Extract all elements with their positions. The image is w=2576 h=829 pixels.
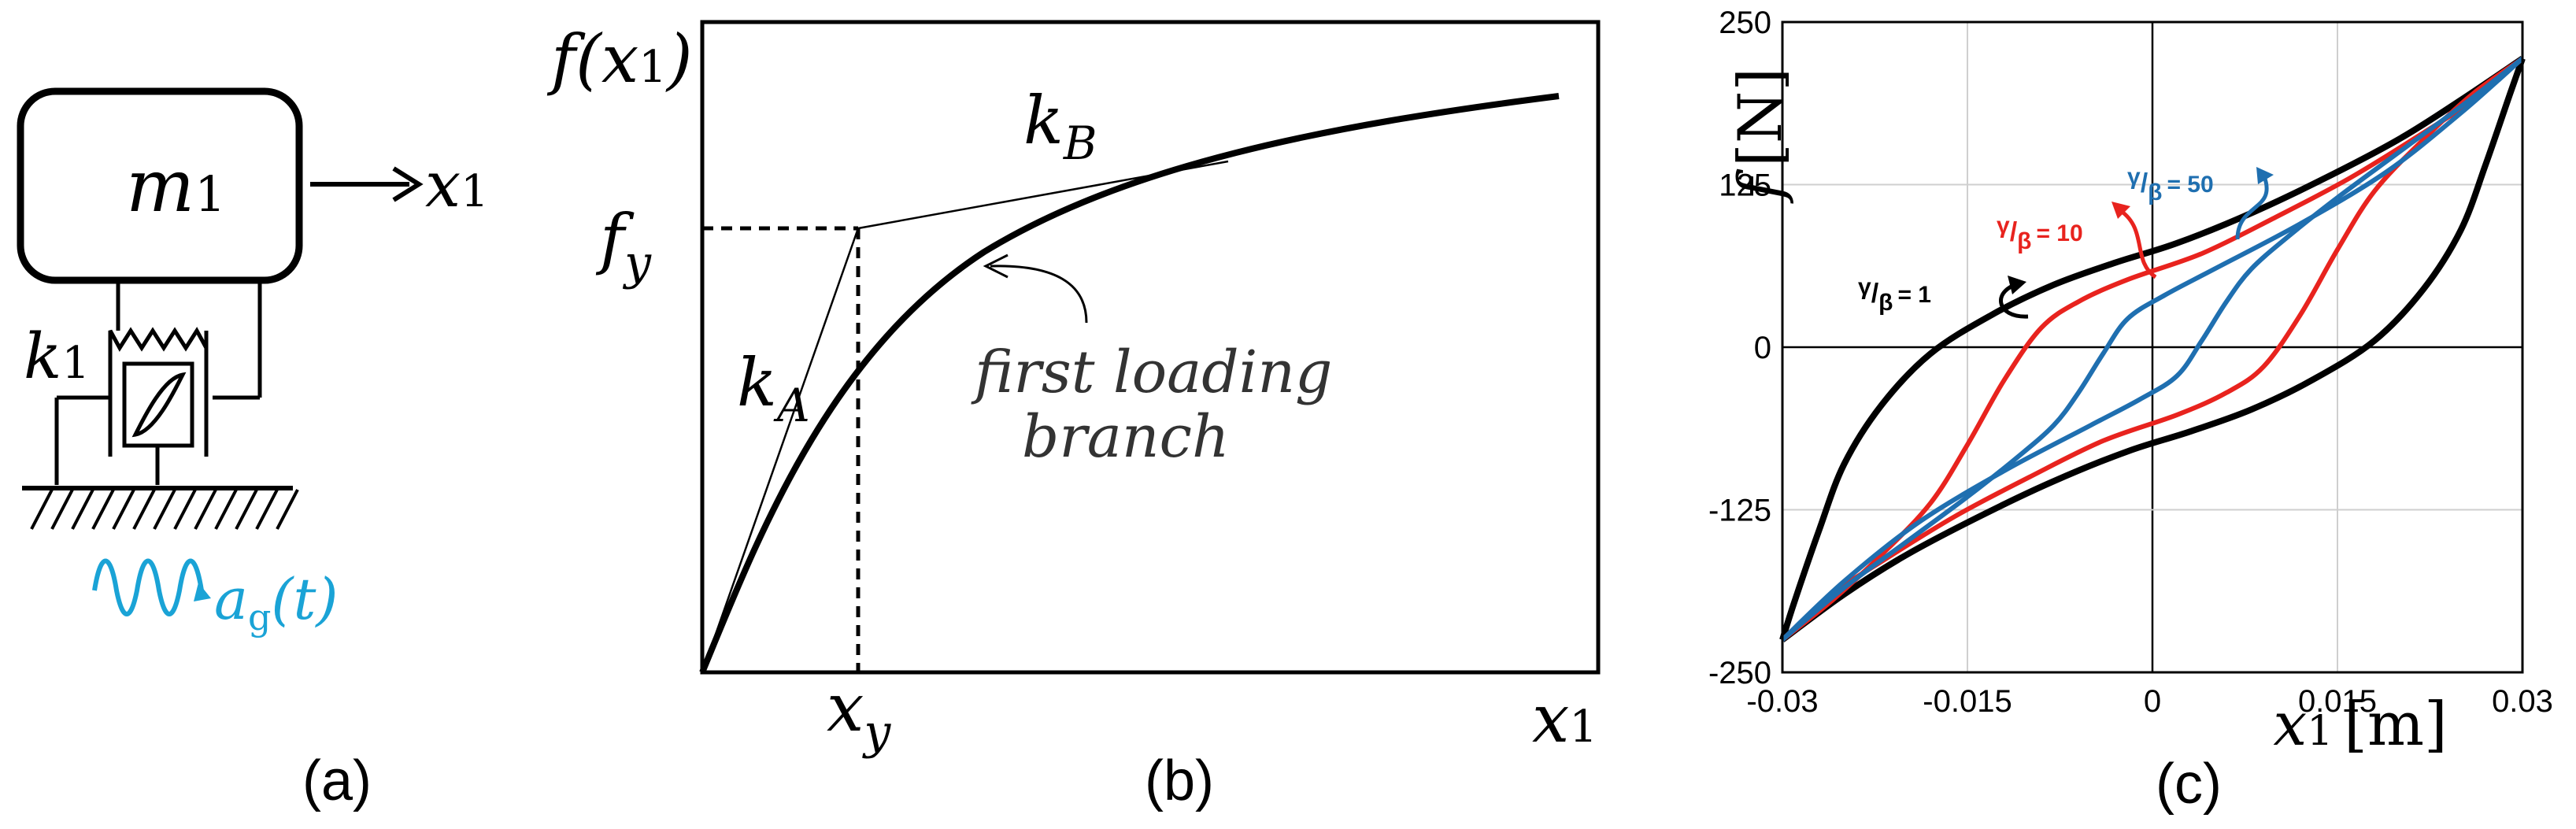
chart-x-axis-label: x1[m] — [2273, 689, 2447, 759]
chart-x-tick-label: -0.03 — [1746, 684, 1818, 719]
displacement-arrow-head — [392, 166, 424, 202]
annotation-gamma-beta-50: γ/β= 50 — [2127, 164, 2274, 240]
chart-x-tick-label: 0 — [2144, 684, 2161, 719]
series-gamma-beta-1-upper-branch — [1779, 55, 2525, 641]
annotation-gamma-beta-50-arrow-head — [2256, 167, 2274, 184]
panel-b-backbone: f(x1) fy xy x1 kA kB first loading branc… — [546, 20, 1601, 812]
ground-hatch-line — [173, 489, 197, 530]
kA-tangent-line — [701, 228, 860, 673]
spring-zigzag — [108, 327, 209, 352]
ground-hatch-line — [276, 489, 299, 530]
xy-label: xy — [827, 669, 891, 760]
chart-grid — [1782, 21, 2523, 673]
panel-a-oscillator: m1 x1 k1 ag(t) (a) — [17, 87, 489, 812]
ground-hatch-line — [30, 489, 54, 530]
panel-b-x-axis-label: x1 — [1532, 680, 1597, 757]
panel-b-label: (b) — [1145, 749, 1214, 812]
annotation-gamma-beta-50-text: γ/β= 50 — [2127, 164, 2214, 205]
ground-hatch-line — [255, 489, 279, 530]
annotation-gamma-beta-10-arrow-head — [2112, 202, 2130, 219]
mass-block — [17, 87, 303, 284]
excitation-wave — [92, 558, 204, 616]
chart-series — [1779, 55, 2526, 642]
chart-y-tick-label: 250 — [1719, 6, 1771, 40]
ground-hatch-line — [214, 489, 238, 530]
annotation-gamma-beta-1-text: γ/β= 1 — [1858, 274, 1931, 316]
ground-hatch-line — [50, 489, 74, 530]
ground-hatch — [30, 489, 299, 530]
chart-y-ticks: 250 125 0 -125 -250 — [1708, 6, 1771, 690]
ground-hatch-line — [153, 489, 176, 530]
fy-label: fy — [595, 200, 652, 291]
chart-y-tick-label: -125 — [1708, 494, 1771, 528]
series-gamma-beta-1-lower-branch — [1780, 57, 2526, 642]
panel-b-y-axis-label: f(x1) — [546, 20, 693, 98]
panel-c-chart: -0.03 -0.015 0 0.015 0.03 250 125 0 -125 -250 f[… — [1708, 6, 2553, 816]
ground-hatch-line — [71, 489, 94, 530]
chart-y-tick-label: 0 — [1754, 331, 1771, 365]
chart-x-tick-label: -0.015 — [1923, 684, 2012, 719]
annotation-arrow-head — [983, 254, 1009, 279]
annotation-arrow — [990, 265, 1088, 324]
annotation-gamma-beta-50-arrow — [2235, 176, 2269, 240]
displacement-label: x1 — [425, 148, 489, 221]
chart-y-tick-label: -250 — [1708, 656, 1771, 690]
excitation-arrow-head — [194, 583, 211, 601]
chart-x-ticks: -0.03 -0.015 0 0.015 0.03 — [1746, 684, 2553, 719]
ground-hatch-line — [91, 489, 115, 530]
series-gamma-beta-50-lower-branch — [1780, 56, 2524, 642]
chart-x-tick-label: 0.015 — [2298, 684, 2377, 719]
series-gamma-beta-50-upper-branch — [1781, 57, 2524, 642]
excitation-label: ag(t) — [214, 566, 339, 638]
ground-hatch-line — [132, 489, 156, 530]
spring-label: k1 — [24, 320, 90, 393]
kB-label: kB — [1023, 82, 1097, 170]
chart-frame — [1781, 20, 2524, 674]
kA-label: kA — [737, 344, 810, 432]
panel-c-label: (c) — [2156, 753, 2222, 816]
annotation-gamma-beta-10: γ/β= 10 — [1997, 202, 2157, 279]
chart-y-axis-label: f[N] — [1725, 68, 1795, 204]
mass-label: m1 — [126, 144, 226, 228]
panel-b-frame — [700, 20, 1601, 675]
panel-a-label: (a) — [302, 749, 372, 812]
ground-hatch-line — [235, 489, 258, 530]
ground-hatch-line — [112, 489, 135, 530]
annotation-gamma-beta-10-text: γ/β= 10 — [1997, 213, 2083, 254]
chart-y-tick-label: 125 — [1719, 168, 1771, 203]
first-loading-branch-curve — [699, 93, 1560, 674]
chart-x-tick-label: 0.03 — [2492, 684, 2553, 719]
annotation-gamma-beta-1: γ/β= 1 — [1858, 274, 2029, 319]
annotation-gamma-beta-10-arrow — [2119, 209, 2157, 279]
annotation-line-1: first loading — [971, 339, 1332, 406]
ground-hatch-line — [194, 489, 217, 530]
hysteretic-loop-glyph — [131, 372, 187, 438]
annotation-line-2: branch — [1022, 403, 1230, 471]
annotation-gamma-beta-1-arrow-head — [2008, 276, 2026, 294]
